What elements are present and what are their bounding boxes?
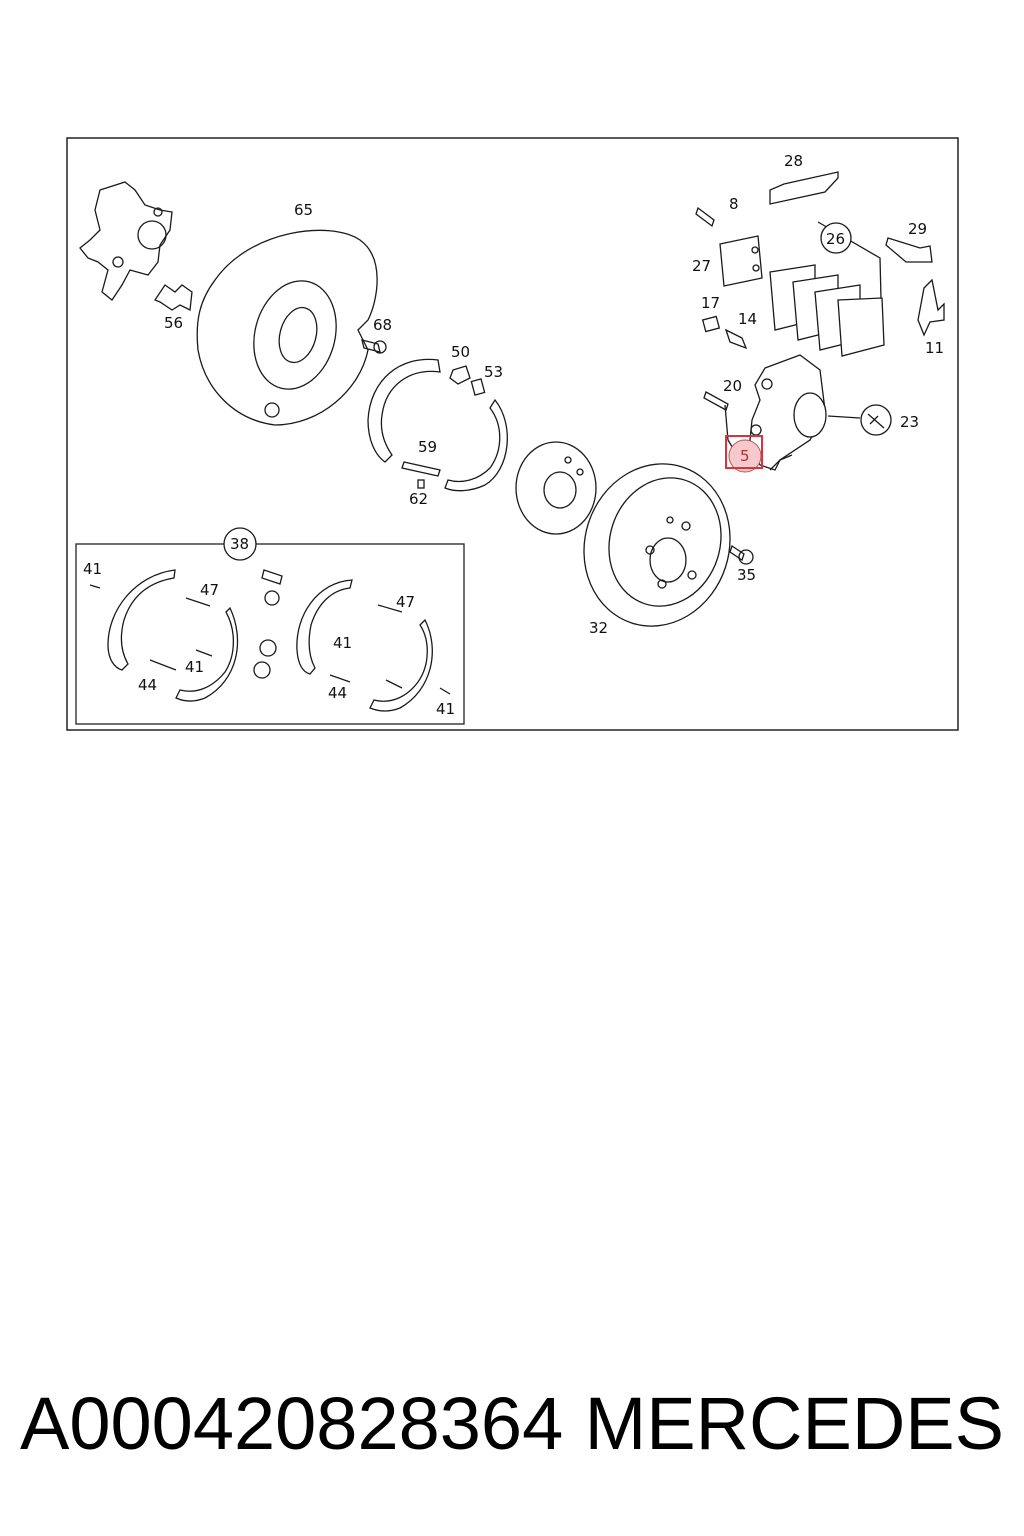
bolt-part-68: [361, 339, 387, 354]
sleeve-part-53: [470, 378, 486, 396]
callout-28: 28: [784, 152, 803, 170]
bolt-part-8: [695, 206, 715, 228]
sensor-part-29: [885, 237, 933, 263]
callout-circle-26: [820, 222, 852, 254]
callout-26: 26: [826, 230, 845, 248]
callout-23: 23: [900, 413, 919, 431]
callout-38: 38: [230, 535, 249, 553]
callout-20: 20: [723, 377, 742, 395]
callout-11: 11: [925, 339, 944, 357]
steering-knuckle-part: [79, 181, 173, 301]
cap-part-17: [701, 315, 721, 333]
backing-plate-part: [196, 229, 378, 426]
parking-brake-shoes-part: [367, 358, 508, 492]
callout-44-b: 44: [328, 684, 347, 702]
callout-50: 50: [451, 343, 470, 361]
bracket-part-56: [154, 284, 193, 311]
wheel-hub-part: [515, 441, 597, 535]
brand-name: MERCEDES: [584, 1381, 1004, 1465]
bolt-part-35: [729, 544, 754, 565]
diagram-frame: [66, 137, 959, 731]
callout-41-a: 41: [83, 560, 102, 578]
callout-circle-38: [223, 527, 257, 561]
nut-part-50: [449, 365, 471, 385]
repair-kit-part-23: [827, 404, 892, 436]
callout-14: 14: [738, 310, 757, 328]
bolt-part-20: [703, 391, 729, 411]
parking-brake-kit-box: [75, 543, 465, 725]
brake-pad-set-part: [769, 221, 885, 357]
callout-47-b: 47: [396, 593, 415, 611]
adjuster-part-62: [401, 461, 441, 489]
callout-29: 29: [908, 220, 927, 238]
callout-17: 17: [701, 294, 720, 312]
callout-5[interactable]: 5: [740, 447, 750, 465]
callout-56: 56: [164, 314, 183, 332]
callout-27: 27: [692, 257, 711, 275]
part-number: A000420828364: [20, 1381, 564, 1465]
bleeder-part-14: [724, 328, 748, 350]
spring-part-11: [917, 278, 945, 337]
callout-68: 68: [373, 316, 392, 334]
callout-41-d: 41: [436, 700, 455, 718]
callout-47-a: 47: [200, 581, 219, 599]
callout-8: 8: [729, 195, 739, 213]
brake-disc-part: [583, 463, 731, 627]
callout-62: 62: [409, 490, 428, 508]
callout-59: 59: [418, 438, 437, 456]
callout-32: 32: [589, 619, 608, 637]
callout-65: 65: [294, 201, 313, 219]
brake-exploded-diagram: 65 56 68 50 53 59 62 28 8 26 29 27 17 14…: [66, 137, 959, 731]
part-caption: A000420828364 MERCEDES: [20, 1378, 1004, 1468]
callout-41-c: 41: [333, 634, 352, 652]
callout-44-a: 44: [138, 676, 157, 694]
wear-plate-part-28: [769, 171, 839, 205]
highlighted-part-5[interactable]: [725, 435, 763, 473]
callout-41-b: 41: [185, 658, 204, 676]
callout-53: 53: [484, 363, 503, 381]
callout-35: 35: [737, 566, 756, 584]
plate-part-27: [719, 235, 763, 287]
